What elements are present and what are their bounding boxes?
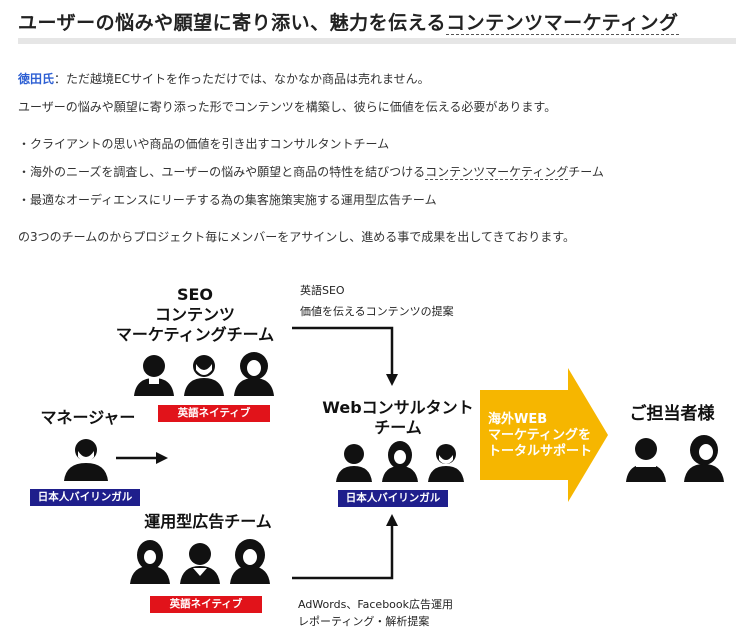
big-arrow-line-2: マーケティングを: [488, 428, 591, 443]
ads-note: AdWords、Facebook広告運用 レポーティング・解析提案: [298, 596, 453, 629]
intro-text-1: ：ただ越境ECサイトを作っただけでは、なかなか商品は売れません。: [54, 72, 430, 86]
intro-line-1: 徳田氏：ただ越境ECサイトを作っただけでは、なかなか商品は売れません。: [18, 70, 430, 87]
big-arrow-line-1: 海外WEB: [488, 412, 548, 427]
person-icon: [134, 355, 174, 396]
ads-note-line-1: AdWords、Facebook広告運用: [298, 598, 454, 611]
seo-note: 英語SEO 価値を伝えるコンテンツの提案: [300, 282, 454, 319]
person-icon: [336, 444, 372, 482]
seo-team-badge: 英語ネイティブ: [158, 405, 270, 422]
bullet-1: ・クライアントの思いや商品の価値を引き出すコンサルタントチーム: [18, 137, 390, 151]
web-team-line-1: Webコンサルタント: [322, 398, 474, 417]
big-arrow-label: 海外WEB マーケティングを トータルサポート: [488, 412, 592, 460]
client-title: ご担当者様: [629, 404, 715, 424]
ads-team-badge: 英語ネイティブ: [150, 596, 262, 613]
web-team-title: Webコンサルタント チーム: [318, 398, 478, 438]
seo-note-line-2: 価値を伝えるコンテンツの提案: [300, 305, 454, 318]
person-icon: [184, 355, 224, 396]
seo-team-line-2: コンテンツ: [154, 305, 235, 324]
closing-text: の3つのチームのからプロジェクト毎にメンバーをアサインし、進める事で成果を出して…: [18, 230, 575, 244]
seo-team-line-1: SEO: [176, 285, 214, 304]
bullet-2-link[interactable]: コンテンツマーケティング: [425, 165, 569, 180]
bullet-2: ・海外のニーズを調査し、ユーザーの悩みや願望と商品の特性を結びつけるコンテンツマ…: [18, 163, 604, 180]
web-team-line-2: チーム: [374, 418, 422, 437]
intro-line-2: ユーザーの悩みや願望に寄り添った形でコンテンツを構築し、彼らに価値を伝える必要が…: [18, 100, 557, 114]
person-icon: [382, 441, 418, 482]
title-link[interactable]: コンテンツマーケティング: [446, 12, 679, 35]
seo-note-line-1: 英語SEO: [300, 284, 345, 297]
ads-note-line-2: レポーティング・解析提案: [298, 615, 430, 628]
bullet-2-post: チーム: [568, 165, 604, 179]
bullet-3: ・最適なオーディエンスにリーチする為の集客施策実施する運用型広告チーム: [18, 193, 437, 207]
bullet-2-pre: ・海外のニーズを調査し、ユーザーの悩みや願望と商品の特性を結びつける: [18, 165, 426, 179]
title-underline: [18, 38, 736, 44]
person-icon: [684, 435, 724, 482]
manager-person-icon: [64, 439, 108, 481]
client-people: [626, 435, 724, 482]
page-title: ユーザーの悩みや願望に寄り添い、魅力を伝えるコンテンツマーケティング: [18, 8, 679, 35]
web-team-people: [336, 441, 464, 482]
manager-title: マネージャー: [40, 408, 136, 427]
manager-badge: 日本人バイリンガル: [30, 489, 140, 506]
speaker-name: 徳田氏: [18, 72, 55, 86]
ads-team-people: [130, 539, 270, 584]
person-icon: [428, 444, 464, 482]
seo-to-web-arrow: [292, 326, 398, 386]
ads-to-web-arrow: [292, 514, 398, 580]
title-main: ユーザーの悩みや願望に寄り添い、魅力を伝える: [18, 12, 447, 34]
person-icon: [180, 543, 220, 584]
big-arrow-shape: [480, 368, 608, 502]
person-icon: [230, 539, 270, 584]
person-icon: [626, 438, 666, 482]
person-icon: [130, 540, 170, 584]
ads-team-title: 運用型広告チーム: [144, 512, 272, 531]
manager-arrow: [116, 452, 168, 464]
seo-team-line-3: マーケティングチーム: [115, 325, 275, 344]
seo-team-people: [134, 352, 274, 396]
seo-team-title: SEO コンテンツ マーケティングチーム: [110, 285, 280, 345]
person-icon: [234, 352, 274, 396]
web-team-badge: 日本人バイリンガル: [338, 490, 448, 507]
big-arrow-line-3: トータルサポート: [488, 444, 593, 459]
